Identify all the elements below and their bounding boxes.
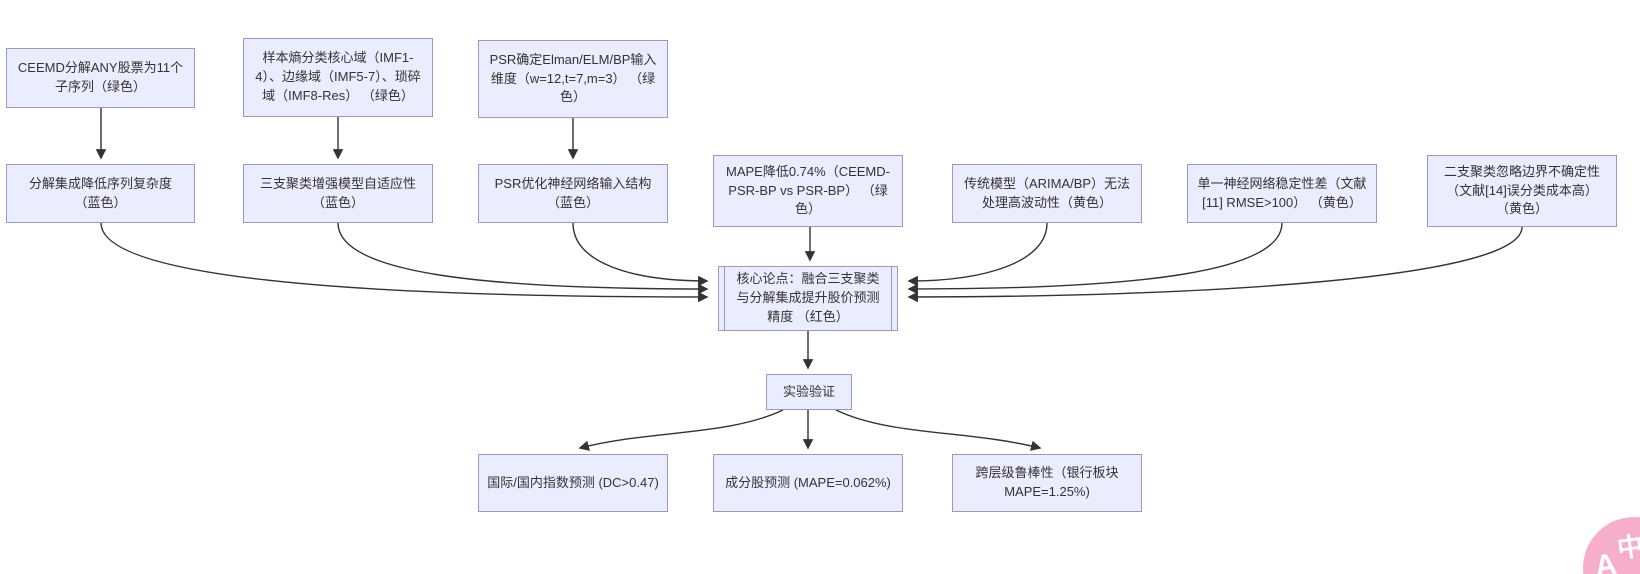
edge-f-k xyxy=(572,222,709,287)
edge-e-k xyxy=(337,222,709,295)
node-experimental-validation: 实验验证 xyxy=(766,374,852,410)
node-single-nn-instability: 单一神经网络稳定性差（文献[11] RMSE>100） （黄色） xyxy=(1187,164,1377,223)
node-three-way-clustering-adaptivity: 三支聚类增强模型自适应性 （蓝色） xyxy=(243,164,433,223)
translate-badge-chinese-glyph: 中 xyxy=(1615,530,1640,564)
edge-h-k xyxy=(907,222,1048,287)
node-two-way-clustering-limitation: 二支聚类忽略边界不确定性 （文献[14]误分类成本高） （黄色） xyxy=(1427,155,1617,227)
node-psr-input-dimension: PSR确定Elman/ELM/BP输入维度（w=12,t=7,m=3） （绿色） xyxy=(478,40,668,118)
edge-l-o xyxy=(835,409,1042,451)
node-psr-optimizes-input-structure: PSR优化神经网络输入结构 （蓝色） xyxy=(478,164,668,223)
node-mape-reduction: MAPE降低0.74%（CEEMD-PSR-BP vs PSR-BP） （绿色） xyxy=(713,155,903,227)
node-cross-level-robustness: 跨层级鲁棒性（银行板块 MAPE=1.25%) xyxy=(952,454,1142,512)
node-ceemd-decomposition: CEEMD分解ANY股票为11个子序列（绿色） xyxy=(6,48,195,108)
node-traditional-model-limitation: 传统模型（ARIMA/BP）无法处理高波动性（黄色） xyxy=(952,164,1142,223)
node-core-thesis: 核心论点：融合三支聚类与分解集成提升股价预测精度 （红色） xyxy=(718,266,898,331)
edge-j-k xyxy=(907,226,1523,303)
edge-i-k xyxy=(907,222,1283,295)
node-constituent-stock-prediction: 成分股预测 (MAPE=0.062%) xyxy=(713,454,903,512)
translate-badge-latin-glyph: A xyxy=(1592,547,1619,574)
node-decomposition-reduces-complexity: 分解集成降低序列复杂度 （蓝色） xyxy=(6,164,195,223)
edge-l-m xyxy=(578,409,784,451)
edge-d-k xyxy=(100,222,709,303)
node-sample-entropy-classification: 样本熵分类核心域（IMF1-4）、边缘域（IMF5-7）、琐碎域（IMF8-Re… xyxy=(243,38,433,117)
node-index-prediction: 国际/国内指数预测 (DC>0.47) xyxy=(478,454,668,512)
